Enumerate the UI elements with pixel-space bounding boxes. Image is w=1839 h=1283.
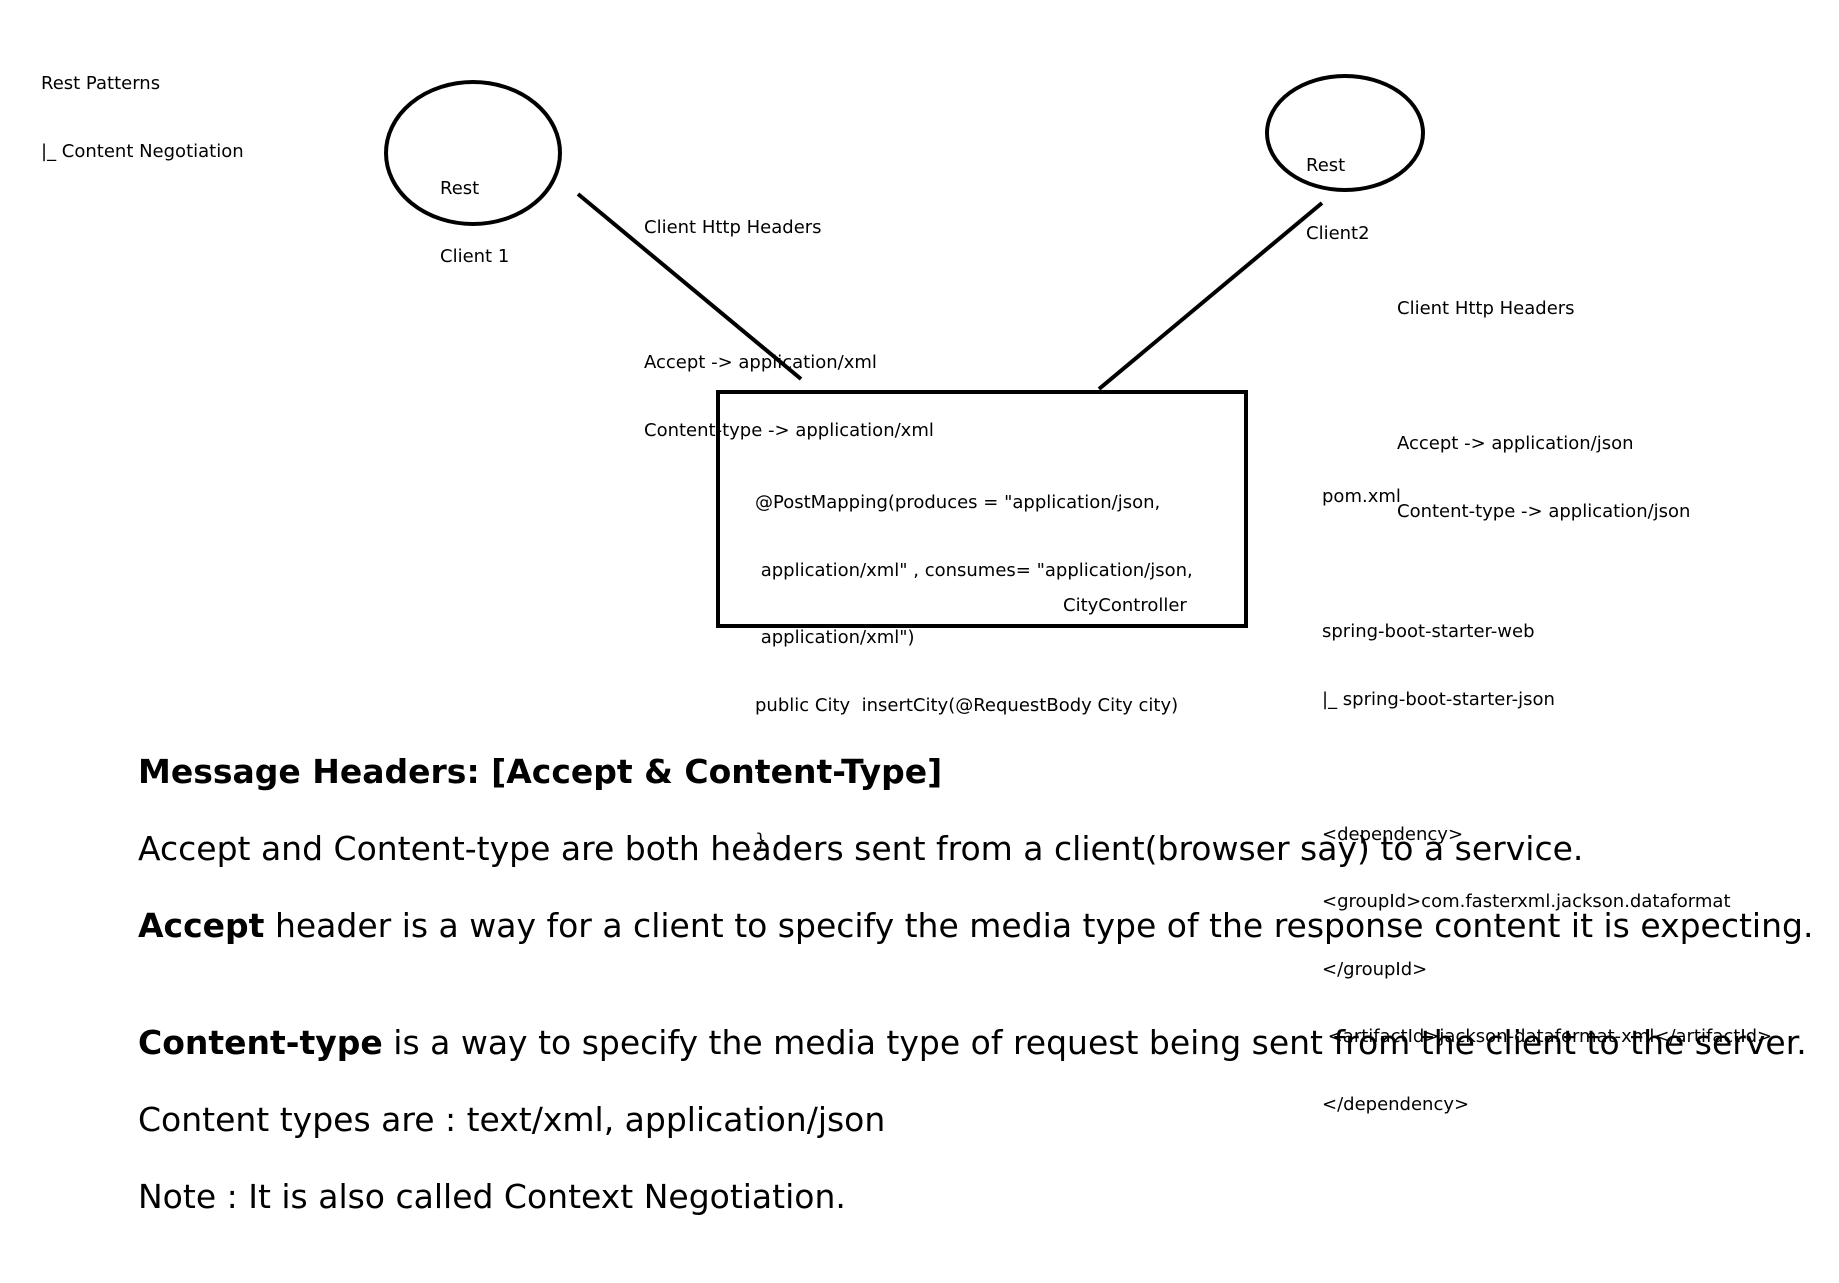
pom-line: spring-boot-starter-web [1322,621,1535,642]
pom-line: <dependency> [1322,823,1464,845]
pom-title: pom.xml [1322,486,1401,507]
code-line: application/xml") [755,627,915,648]
client2-accept-header: Accept -> application/json [1397,433,1634,454]
client1-connector [576,192,803,381]
content-type-definition: is a way to specify the media type of re… [382,1023,1807,1062]
spacer [644,285,934,308]
code-line: public City insertCity(@RequestBody City… [755,694,1179,716]
accept-definition: header is a way for a client to specify … [264,906,1814,945]
notes-paragraph-4: Content types are : text/xml, applicatio… [138,1100,886,1139]
notes-paragraph-3: Content-type is a way to specify the med… [138,1023,1807,1063]
spacer [1322,756,1772,779]
client2-headers-note: Client Http Headers Accept -> applicatio… [1397,253,1690,546]
notes-heading: Message Headers: [Accept & Content-Type] [138,752,943,791]
code-line: application/xml" , consumes= "applicatio… [755,559,1193,581]
notes-paragraph-5: Note : It is also called Context Negotia… [138,1177,846,1216]
title-line-2: |_ Content Negotiation [41,140,244,162]
client1-headers-title: Client Http Headers [644,217,822,238]
client1-accept-header: Accept -> application/xml [644,352,877,373]
notes-paragraph-1: Accept and Content-type are both headers… [138,829,1584,868]
pom-line: </dependency> [1322,1093,1470,1115]
pom-line: <groupId>com.fasterxml.jackson.dataforma… [1322,891,1731,912]
spacer [1397,366,1690,389]
page-title: Rest Patterns |_ Content Negotiation [41,28,244,186]
content-type-term: Content-type [138,1023,383,1062]
title-line-1: Rest Patterns [41,73,161,94]
code-line: { [755,762,767,783]
notes-paragraph-2: Accept header is a way for a client to s… [138,906,1813,946]
client2-connector [1097,201,1324,391]
controller-name: CityController [1063,595,1187,616]
client1-label-line-1: Rest [440,178,480,199]
code-line: @PostMapping(produces = "application/jso… [755,492,1161,513]
client1-headers-note: Client Http Headers Accept -> applicatio… [644,172,934,465]
pom-line: </groupId> [1322,958,1428,980]
client1-circle [384,80,562,226]
client2-content-type-header: Content-type -> application/json [1397,500,1691,522]
client2-label: Rest Client2 [1306,110,1370,268]
accept-term: Accept [138,906,265,945]
client1-content-type-header: Content-type -> application/xml [644,419,934,441]
controller-code: @PostMapping(produces = "application/jso… [755,447,1193,875]
pom-line: <artifactId>jackson-dataformat-xml</arti… [1322,1026,1773,1047]
code-line: } [755,829,767,851]
spacer [1322,554,1772,577]
pom-line: |_ spring-boot-starter-json [1322,688,1555,710]
client2-label-line-2: Client2 [1306,222,1370,244]
client2-circle [1265,74,1425,192]
controller-box [716,390,1248,628]
client2-headers-title: Client Http Headers [1397,298,1575,319]
client1-label: Rest Client 1 [440,133,509,291]
client2-label-line-1: Rest [1306,155,1346,176]
pom-note: pom.xml spring-boot-starter-web |_ sprin… [1322,441,1772,1139]
client1-label-line-2: Client 1 [440,245,510,267]
